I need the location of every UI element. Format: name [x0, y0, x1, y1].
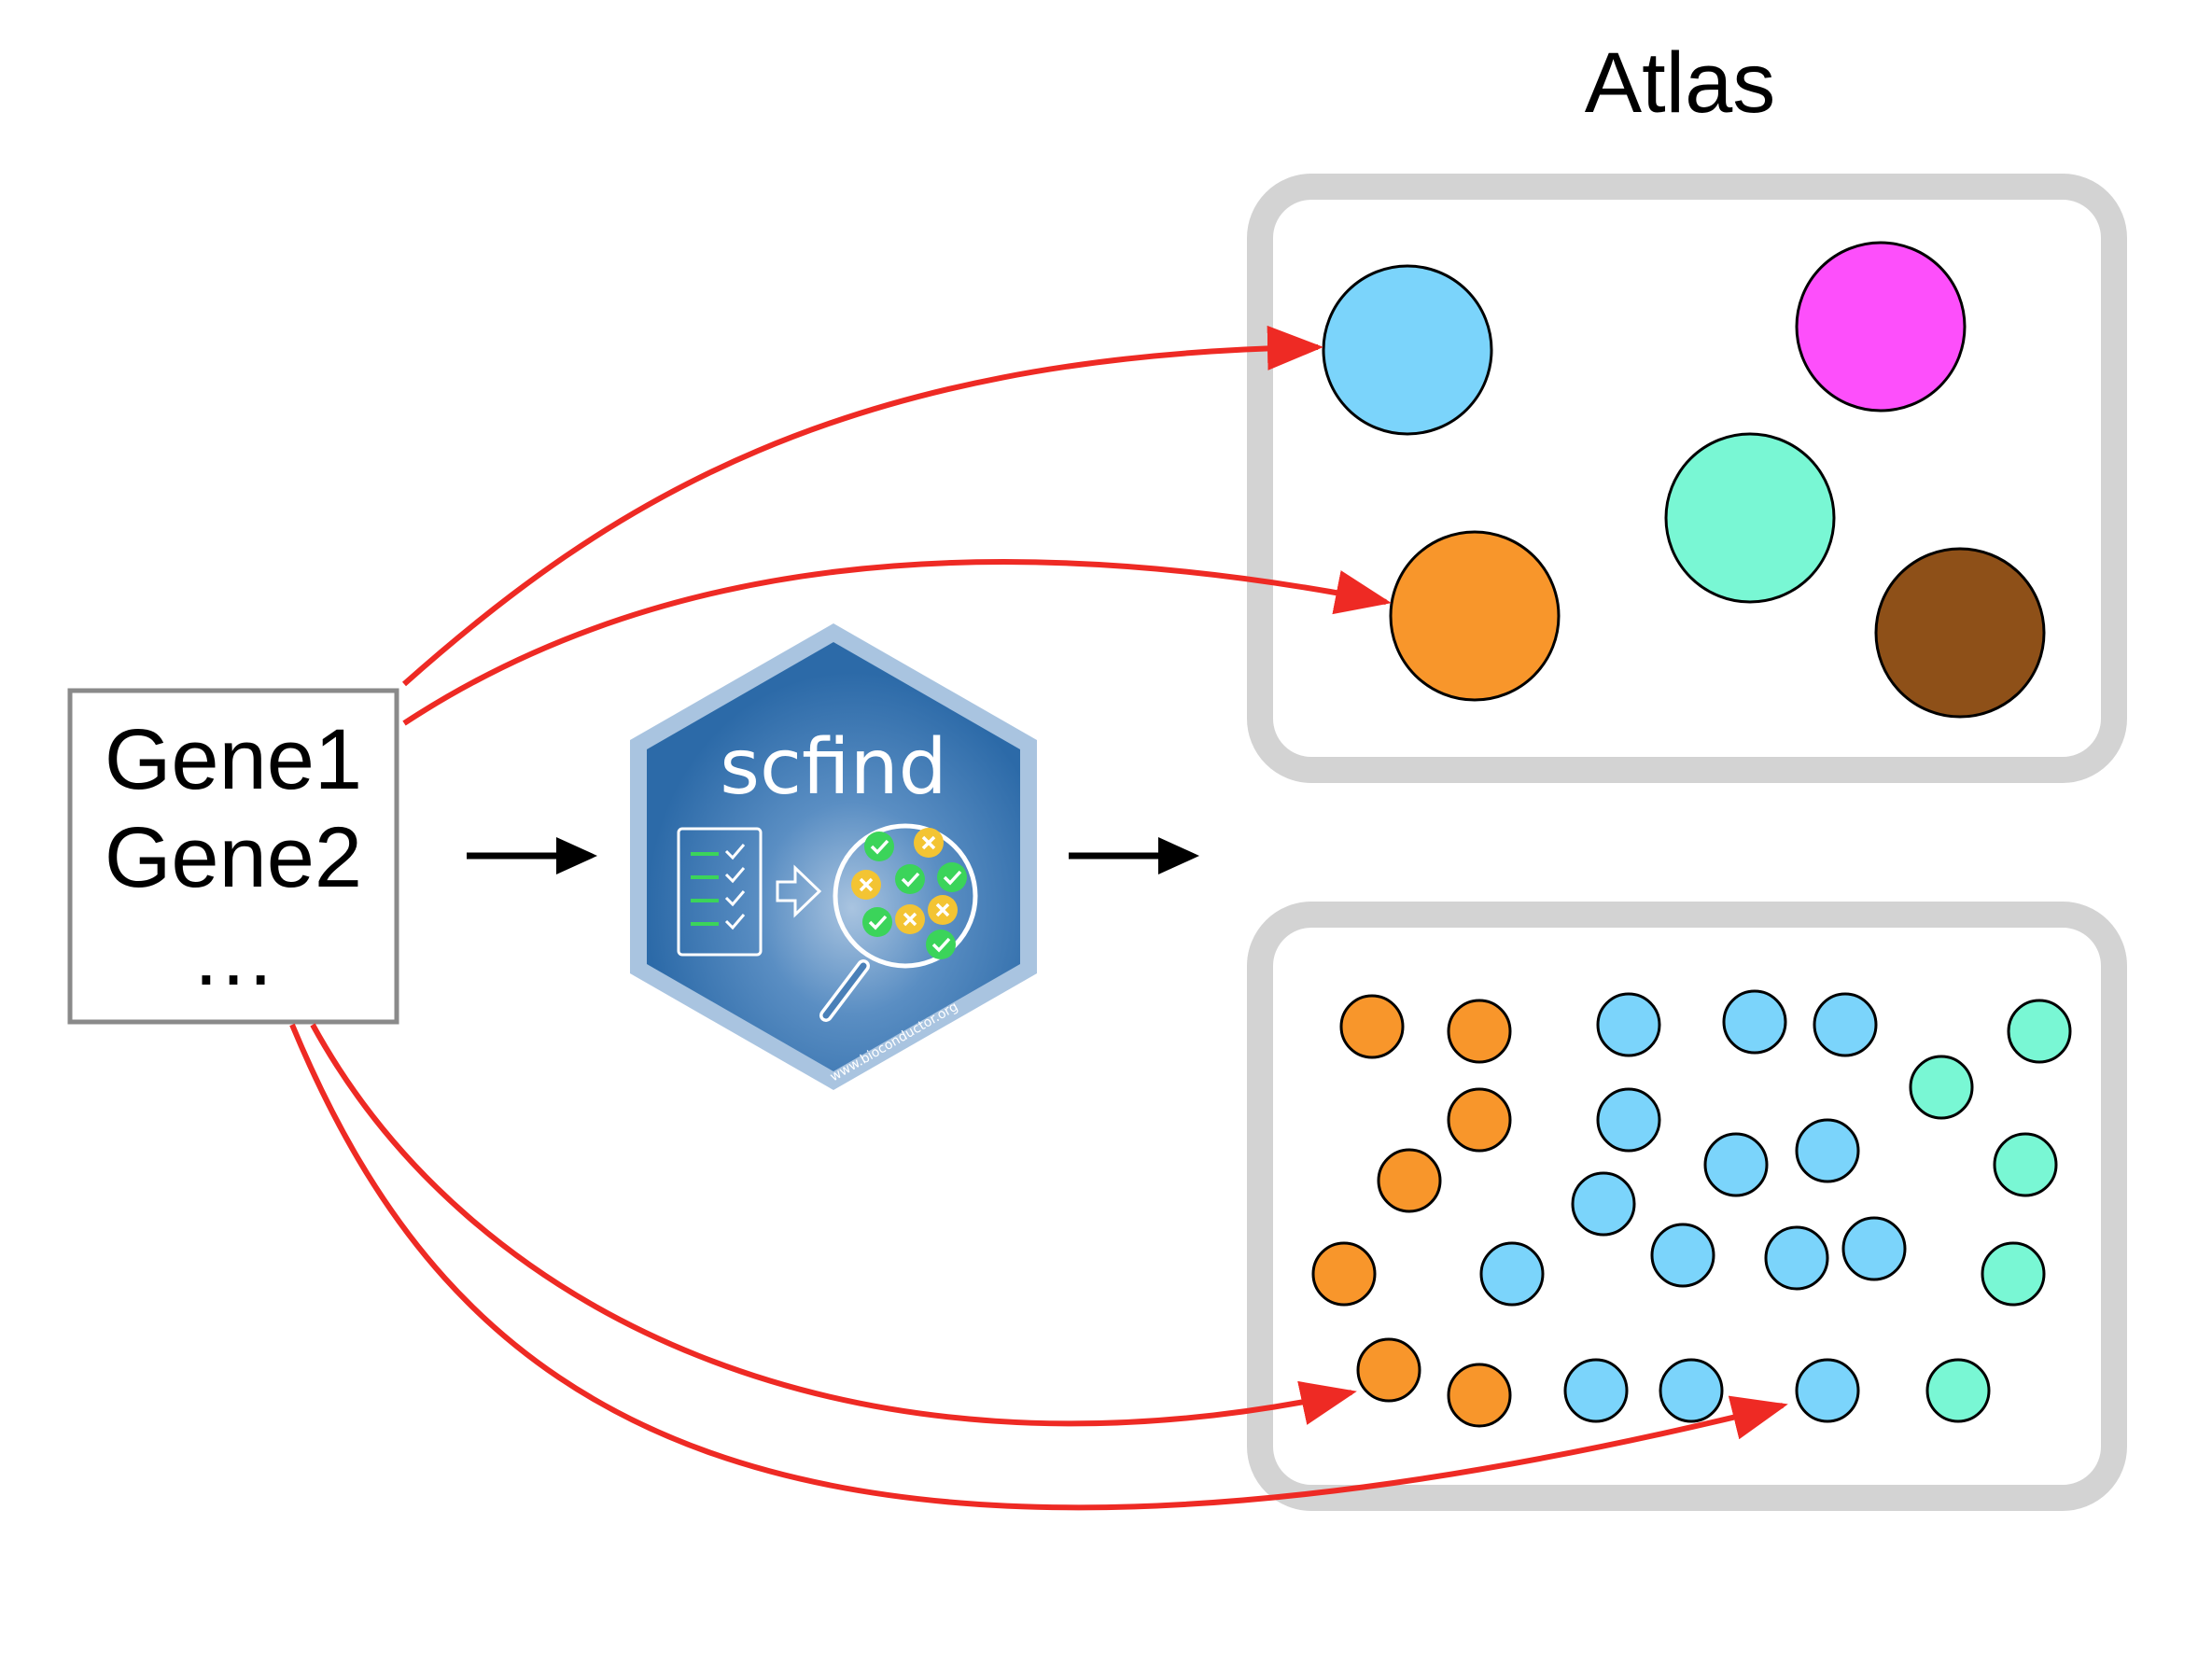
scfind-logo: scfind www.bioconductor.org: [630, 623, 1037, 1090]
cell-light-blue: [1764, 1225, 1829, 1291]
gene-line-1: Gene1: [105, 712, 362, 807]
cell-mint: [1909, 1055, 1974, 1120]
cell-light-blue: [1795, 1358, 1860, 1423]
check-icon: [862, 907, 892, 937]
cross-icon: [851, 870, 881, 900]
logo-title: scfind: [720, 723, 946, 812]
cell-orange: [1339, 994, 1405, 1059]
cell-mint: [1981, 1241, 2046, 1307]
check-icon: [864, 832, 894, 861]
right-arrow-icon: [467, 837, 597, 874]
arrow-to-light-blue-cluster: [402, 325, 1323, 687]
cell-mint: [1993, 1132, 2058, 1197]
cell-light-blue: [1563, 1358, 1629, 1423]
cell-orange: [1356, 1337, 1421, 1403]
cluster-magenta: [1795, 241, 1967, 413]
cluster-orange: [1389, 530, 1561, 702]
gene-query-box: Gene1 Gene2 …: [67, 688, 399, 1025]
cell-light-blue: [1703, 1132, 1769, 1197]
gene-line-3: …: [190, 908, 276, 1003]
checklist-icon: [677, 827, 763, 957]
cell-orange: [1377, 1148, 1442, 1213]
cluster-mint: [1664, 432, 1836, 604]
arrow-to-blue-cell: [289, 1023, 1788, 1511]
cell-orange: [1447, 999, 1512, 1064]
right-arrow-icon: [1069, 837, 1199, 874]
cell-light-blue: [1722, 989, 1787, 1055]
cluster-light-blue: [1322, 264, 1493, 436]
cluster-brown: [1874, 547, 2046, 719]
cell-light-blue: [1596, 992, 1661, 1057]
cell-light-blue: [1479, 1241, 1545, 1307]
cell-light-blue: [1659, 1358, 1724, 1423]
cell-mint: [2007, 999, 2072, 1064]
cell-mint: [1925, 1358, 1991, 1423]
cell-orange: [1447, 1087, 1512, 1153]
cross-icon: [928, 895, 958, 925]
cell-orange: [1447, 1363, 1512, 1428]
arrow-to-orange-cluster: [402, 559, 1392, 726]
cell-light-blue: [1571, 1171, 1636, 1237]
magnifier-icon: [819, 823, 978, 1022]
highlight-arrows: [289, 325, 1788, 1511]
atlas-title: Atlas: [1585, 35, 1776, 131]
cell-light-blue: [1596, 1087, 1661, 1153]
cell-light-blue: [1795, 1118, 1860, 1183]
atlas-panel-top: [1247, 174, 2127, 783]
cell-orange: [1311, 1241, 1377, 1307]
check-icon: [926, 930, 956, 959]
check-icon: [895, 864, 925, 894]
cell-light-blue: [1650, 1223, 1715, 1288]
cross-icon: [895, 904, 925, 934]
check-icon: [937, 862, 967, 892]
hollow-arrow-icon: [776, 864, 822, 918]
cross-icon: [914, 828, 944, 858]
cell-scatter: [1311, 989, 2072, 1428]
arrow-to-orange-cell: [310, 1023, 1357, 1427]
gene-line-2: Gene2: [105, 810, 362, 905]
atlas-panel-bottom: [1247, 902, 2127, 1511]
cell-light-blue: [1841, 1216, 1907, 1281]
cell-light-blue: [1813, 992, 1878, 1057]
